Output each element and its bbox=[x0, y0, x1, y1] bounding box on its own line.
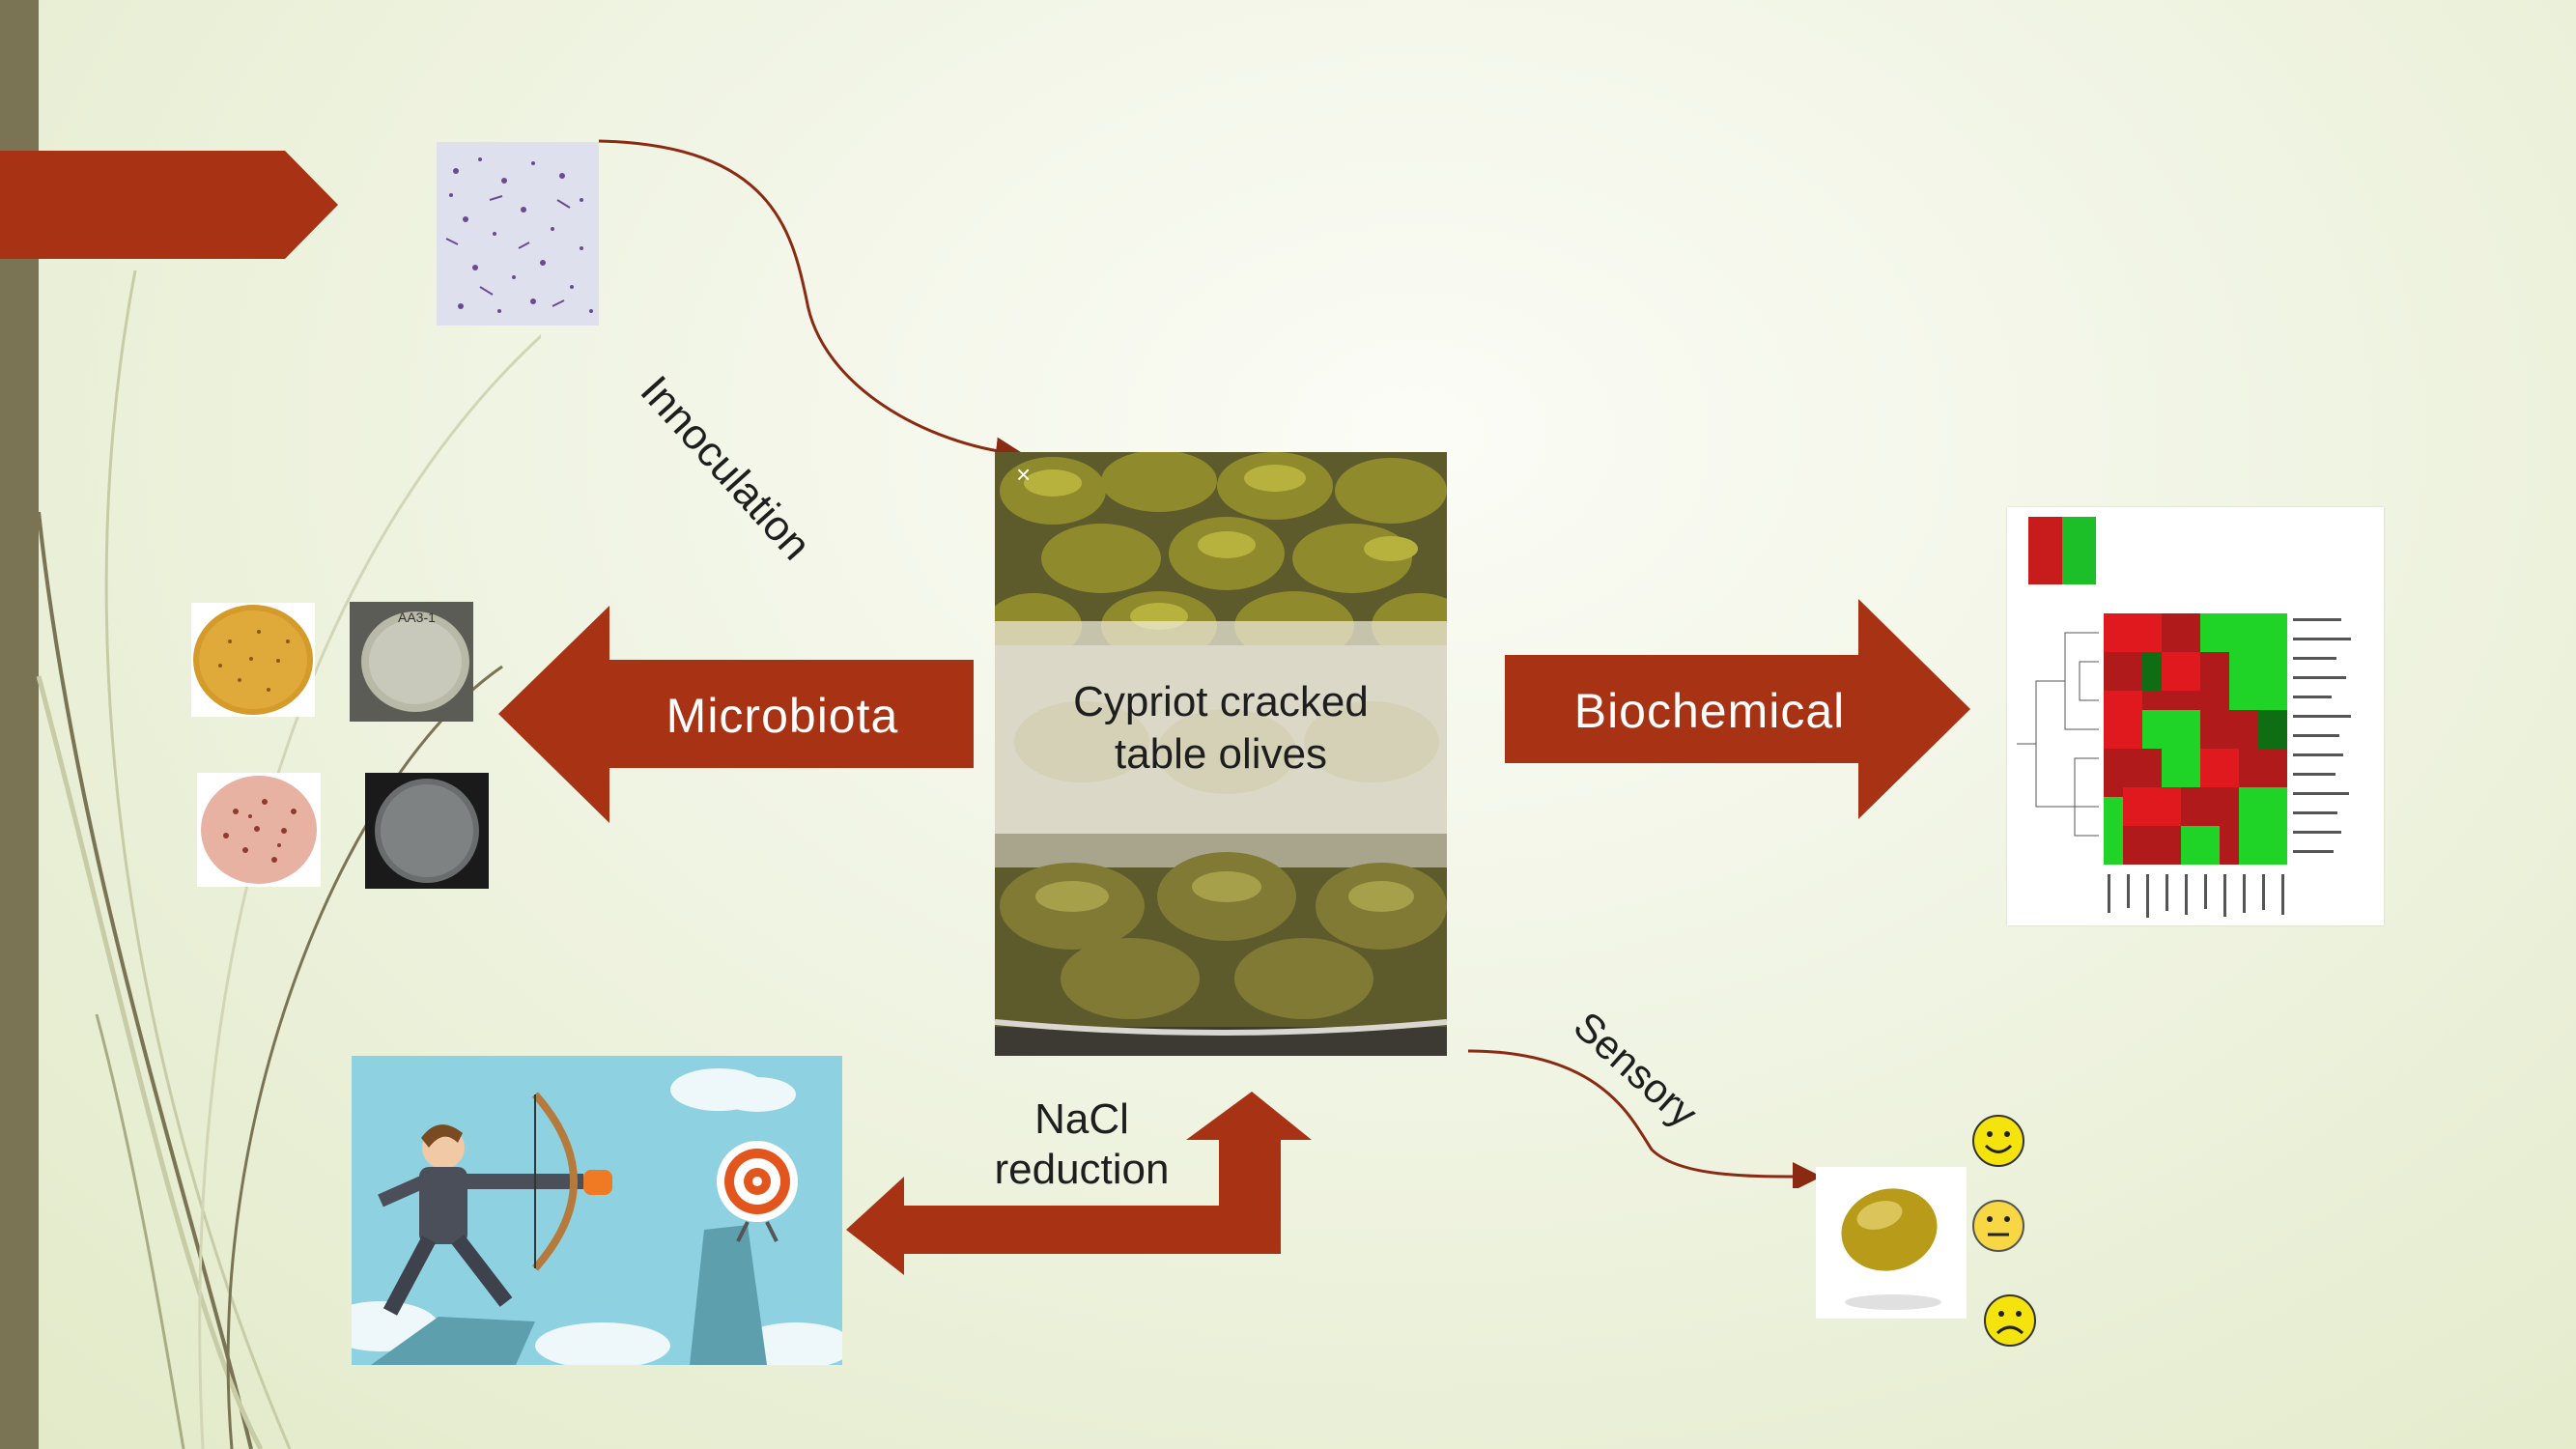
archer-target-image bbox=[352, 1056, 842, 1365]
nacl-label: NaCl reduction bbox=[947, 1094, 1217, 1195]
biochemical-label: Biochemical bbox=[1573, 684, 1846, 738]
heatmap-panel bbox=[2007, 507, 2384, 925]
close-icon: × bbox=[1016, 460, 1032, 489]
sad-face-icon bbox=[1984, 1294, 2036, 1347]
happy-face-icon bbox=[1972, 1115, 2024, 1167]
title-backdrop bbox=[995, 621, 1447, 834]
petri-plate-dark bbox=[365, 773, 489, 889]
petri-plate-orange bbox=[191, 603, 315, 717]
petri-plate-pink bbox=[197, 773, 321, 887]
microscope-image bbox=[437, 142, 599, 326]
nacl-label-line1: NaCl bbox=[1034, 1095, 1129, 1143]
olive-jar-image: Cypriot cracked table olives × bbox=[995, 452, 1447, 1056]
neutral-face-icon bbox=[1972, 1200, 2024, 1252]
plate-label: AA3-1 bbox=[398, 610, 436, 625]
sensory-curve bbox=[1467, 1049, 1822, 1188]
biochemical-arrow bbox=[1505, 599, 1970, 819]
olive-image bbox=[1816, 1167, 1967, 1319]
center-title-line1: Cypriot cracked bbox=[1073, 678, 1369, 725]
center-title-line2: table olives bbox=[1114, 730, 1328, 778]
petri-plate-labeled: AA3-1 bbox=[350, 602, 473, 722]
innoculation-curve bbox=[598, 139, 1025, 464]
decorative-vines bbox=[36, 270, 541, 1449]
center-title: Cypriot cracked table olives bbox=[995, 676, 1447, 781]
nacl-label-line2: reduction bbox=[994, 1146, 1170, 1193]
microbiota-arrow bbox=[498, 606, 974, 823]
nacl-reduction-arrow bbox=[846, 1092, 1312, 1275]
slide-accent-tab bbox=[0, 151, 338, 259]
microbiota-label: Microbiota bbox=[665, 689, 899, 743]
